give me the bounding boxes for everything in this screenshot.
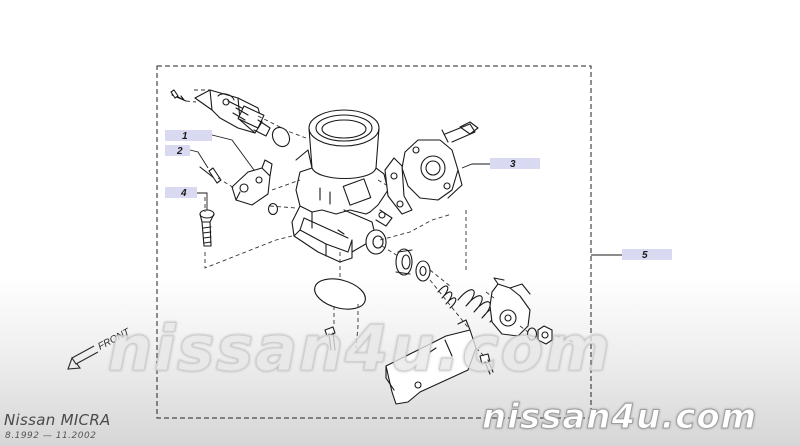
callout-1-label: 1	[182, 131, 188, 142]
callout-1[interactable]: 1	[165, 130, 212, 142]
production-range-label: 8.1992 — 11.2002	[5, 431, 97, 441]
base-gasket-part	[314, 278, 366, 310]
small-screw-part	[170, 89, 187, 102]
assembly-frame	[156, 65, 592, 419]
mounting-bracket-part	[385, 319, 477, 405]
callout-2[interactable]: 2	[165, 145, 190, 157]
lever-nut-part	[537, 325, 553, 345]
callout-3-label: 3	[510, 159, 516, 170]
sensor-screw-part	[199, 166, 222, 184]
throttle-sensor-part	[231, 159, 273, 206]
callout-3[interactable]: 3	[490, 158, 540, 170]
mounting-bolt-part	[199, 209, 215, 247]
throttle-body-part	[291, 109, 393, 263]
leader-line-1	[211, 134, 255, 171]
shaft-washer-part	[395, 248, 431, 282]
front-arrow-icon	[67, 345, 99, 370]
leader-line-3	[461, 163, 490, 169]
callout-5-label: 5	[642, 250, 648, 261]
callout-4[interactable]: 4	[165, 187, 197, 199]
base-screw-part	[324, 326, 336, 351]
callout-4-label: 4	[180, 188, 187, 199]
assembly-guide-lines	[185, 89, 575, 357]
callout-2-label: 2	[176, 146, 183, 157]
small-spring-part	[437, 285, 457, 309]
bracket-screw-part	[479, 353, 494, 375]
leader-line-2	[189, 149, 209, 169]
throttle-lever-part	[489, 277, 531, 337]
center-watermark: nissan4u.com	[108, 312, 612, 385]
air-valve-part	[194, 89, 271, 137]
corner-watermark: nissan4u.com	[482, 397, 757, 437]
callout-5[interactable]: 5	[622, 249, 672, 261]
flange-bracket-part	[384, 121, 479, 215]
o-ring-part	[271, 126, 291, 148]
vehicle-model-label: Nissan MICRA	[4, 411, 111, 429]
leader-line-4	[197, 192, 208, 210]
sensor-seal-part	[267, 202, 279, 216]
lever-washer-part	[526, 327, 538, 341]
